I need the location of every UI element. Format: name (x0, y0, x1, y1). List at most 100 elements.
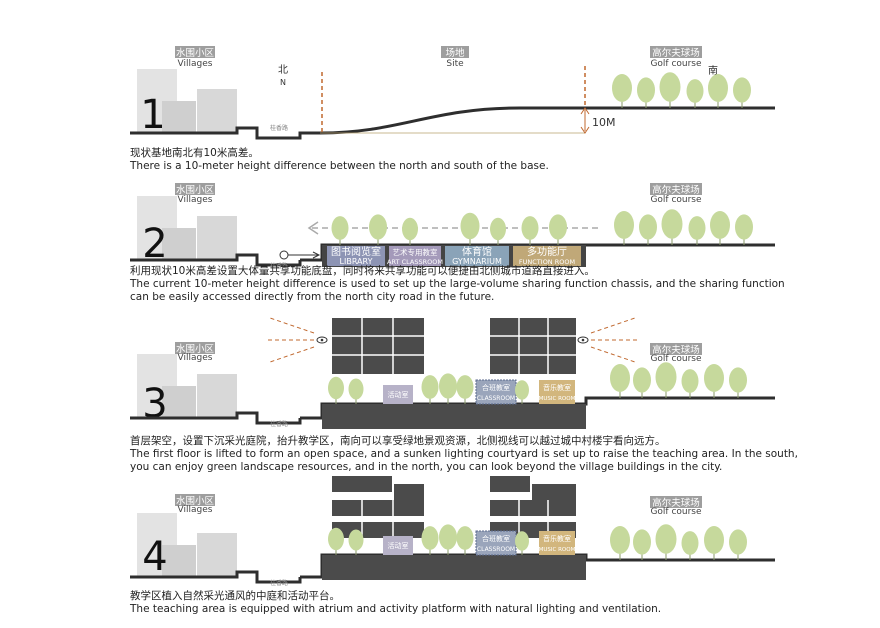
entry-arrow-2 (312, 251, 321, 259)
golf-tag-4: 高尔夫球场 (652, 497, 700, 509)
eye-icon-north-3 (316, 336, 328, 344)
tree-3-mid-0-crown (328, 376, 344, 400)
function-cn-1: 图书阅览室 (331, 245, 381, 258)
caption-4-cn: 教学区植入自然采光通风的中庭和活动平台。 (130, 590, 340, 602)
tree-3-5 (729, 367, 747, 398)
step-number-1: 1 (140, 92, 165, 138)
caption-3: 首层架空，设置下沉采光庭院，抬升教学区，南向可以享受绿地景观资源，北侧视线可以越… (130, 435, 798, 474)
site-tag-1: 场地 (445, 47, 465, 59)
height-label-1: 10M (592, 116, 616, 129)
teaching-grid-right-3 (490, 318, 576, 374)
villages-label-3: Villages (178, 353, 213, 363)
road-label-3: 桂香路 (270, 420, 288, 428)
golf-label-4: Golf course (650, 507, 702, 517)
tree-3-4 (704, 364, 724, 398)
tree-2-top-0 (331, 216, 349, 245)
teaching-slab-right-4-1 (490, 500, 576, 516)
villages-tag-1: 水围小区 (176, 47, 215, 59)
tree-2-1 (639, 214, 657, 245)
teaching-grid-left-3 (332, 318, 424, 374)
tree-3-0-crown (610, 364, 630, 392)
tree-3-mid-2 (421, 375, 439, 404)
tree-2-top-0-crown (331, 216, 349, 240)
tree-4-mid-4-crown (456, 526, 474, 550)
tree-4-4 (704, 526, 724, 560)
tree-2-5-crown (735, 214, 753, 240)
villages-tag-3-bg (175, 342, 215, 354)
north-label-en-1: N (280, 78, 286, 87)
activity-room-label-3: 活动室 (388, 390, 409, 399)
tree-3-2 (655, 362, 677, 398)
teaching-grid-left-4 (361, 500, 394, 538)
function-block-4 (513, 246, 581, 266)
tree-3-mid-2-crown (421, 375, 439, 399)
tree-3-mid-0 (328, 376, 344, 404)
ground-profile-1 (130, 106, 775, 140)
south-label-1: 南 (708, 64, 718, 77)
villages-tag-4: 水围小区 (176, 495, 215, 507)
function-cn-4: 多功能厅 (527, 245, 567, 258)
golf-tag-1: 高尔夫球场 (652, 47, 700, 59)
tree-3-4-crown (704, 364, 724, 392)
function-en-3: GYMNARIUM (452, 257, 502, 266)
tree-3-mid-1 (348, 378, 364, 404)
golf-tag-3: 高尔夫球场 (652, 344, 700, 356)
height-arrow-heads-1 (580, 107, 590, 134)
tree-1-2 (659, 72, 681, 108)
tree-3-mid-5 (515, 380, 529, 404)
golf-tag-2: 高尔夫球场 (652, 184, 700, 196)
view-rays-north-3 (268, 317, 315, 363)
function-cn-2: 艺术专用教室 (393, 247, 438, 257)
golf-label-1: Golf course (650, 59, 702, 69)
tree-1-5 (733, 77, 751, 108)
eye-pupil-north-3 (320, 338, 324, 342)
tree-2-2-crown (661, 209, 683, 239)
golf-label-3: Golf course (650, 354, 702, 364)
function-block-2 (389, 246, 441, 266)
caption-4: 教学区植入自然采光通风的中庭和活动平台。 The teaching area i… (130, 590, 661, 616)
tree-2-top-1-crown (369, 214, 387, 240)
road-label-4: 桂香路 (270, 579, 288, 587)
activity-room-label-4: 活动室 (388, 541, 409, 550)
entry-marker-2 (279, 250, 289, 260)
tree-3-2-crown (655, 362, 677, 392)
classroom-label-en-4: CLASSROOM (477, 546, 515, 553)
tree-1-2-crown (659, 72, 681, 102)
function-cn-3: 体育馆 (462, 245, 492, 258)
tree-4-3 (681, 531, 699, 560)
tree-4-0 (610, 526, 630, 560)
teaching-slab-left-4-1 (332, 500, 424, 516)
ground-north-3 (130, 411, 302, 425)
tree-4-mid-1 (348, 529, 364, 555)
site-label-1: Site (446, 59, 464, 69)
tree-4-5 (729, 529, 747, 560)
tree-4-3-crown (681, 531, 699, 555)
tree-2-top-4-crown (490, 217, 506, 241)
caption-3-en-line-1: The first floor is lifted to form an ope… (130, 448, 798, 460)
tree-2-top-6 (549, 214, 567, 245)
tree-2-top-3 (460, 212, 480, 245)
tree-2-top-3-crown (460, 212, 480, 240)
activity-room-4 (383, 536, 413, 555)
tree-4-5-crown (729, 529, 747, 555)
tree-1-1 (637, 77, 655, 108)
eye-icon-south-3 (577, 336, 589, 344)
tree-4-mid-0-crown (328, 527, 344, 551)
tree-4-mid-4 (456, 526, 474, 555)
tree-2-1-crown (639, 214, 657, 240)
tree-4-2 (655, 524, 677, 560)
function-en-2: ART CLASSROOM (387, 258, 443, 266)
tree-4-mid-5-crown (515, 531, 529, 551)
tree-1-4-crown (708, 74, 728, 102)
villages-1-mid (197, 89, 237, 133)
villages-3-mid (197, 374, 237, 418)
classroom-3 (475, 379, 517, 405)
teaching-block-left-3 (332, 318, 424, 374)
villages-tag-2-bg (175, 183, 215, 195)
villages-label-2: Villages (178, 195, 213, 205)
music-room-label-cn-4: 音乐教室 (543, 534, 571, 543)
teaching-block-right-3 (490, 318, 576, 374)
caption-2-en-line-1: The current 10-meter height difference i… (130, 278, 785, 290)
